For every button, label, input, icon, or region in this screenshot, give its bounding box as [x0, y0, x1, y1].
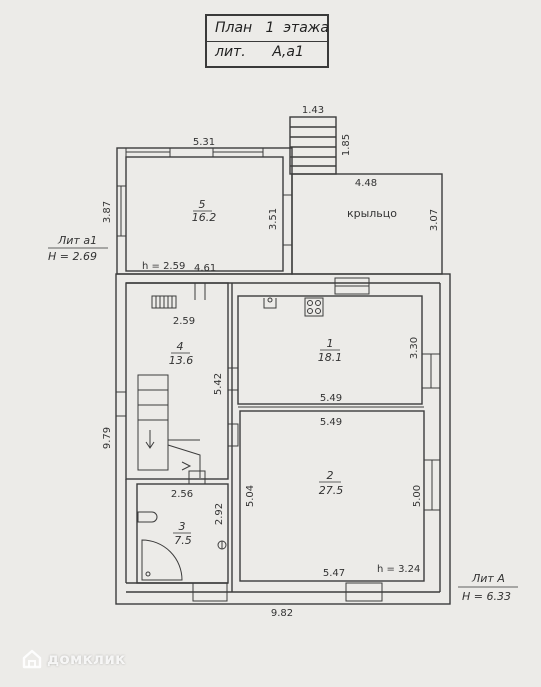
dim-room5-right: 3.51 — [268, 208, 279, 230]
room5-area: 16.2 — [192, 211, 217, 224]
porch-stairs — [289, 116, 337, 175]
house-outer-wall — [115, 273, 451, 605]
dim-room3-top: 2.56 — [171, 489, 193, 500]
dim-room2-left: 5.04 — [245, 485, 256, 507]
dim-stair-length: 1.85 — [341, 134, 352, 156]
dim-room5-left: 3.87 — [102, 201, 113, 223]
room5-number: 5 — [199, 198, 206, 211]
lit-a1-label: Лит а1 — [57, 234, 97, 247]
sink-icon — [263, 298, 277, 309]
dim-room5-top: 5.31 — [193, 137, 215, 148]
porch-stair-steps — [290, 126, 336, 167]
watermark-text: домклик — [47, 650, 126, 668]
domclick-watermark: домклик — [22, 649, 126, 669]
door-room4-room1 — [227, 367, 239, 391]
room1-area: 18.1 — [318, 351, 343, 364]
room4-area: 13.6 — [169, 354, 194, 367]
room4-number: 4 — [177, 340, 184, 353]
plan-title-box: План 1 этажа лит. А,а1 — [205, 14, 329, 68]
house-logo-icon — [22, 649, 42, 669]
sink-drain-icon — [267, 297, 273, 303]
lit-A-label: Лит А — [471, 572, 505, 585]
dim-room2-right: 5.00 — [412, 485, 423, 507]
room1-number: 1 — [327, 337, 334, 350]
dim-porch-top: 4.48 — [355, 178, 377, 189]
cooktop-icon — [304, 297, 324, 317]
dim-stair-width: 1.43 — [302, 105, 324, 116]
porch-label: крыльцо — [347, 207, 397, 220]
dim-height-a1: h = 2.59 — [142, 261, 185, 272]
title-divider — [207, 41, 327, 42]
plan-liter: лит. А,а1 — [215, 44, 304, 60]
room3-number: 3 — [179, 520, 186, 533]
dim-room4-top: 2.59 — [173, 316, 195, 327]
door-room4-room2 — [227, 423, 239, 447]
porch-outline — [291, 173, 443, 275]
dim-porch-right: 3.07 — [429, 209, 440, 231]
window-room5-right — [282, 194, 293, 246]
dim-room1-right: 3.30 — [409, 337, 420, 359]
stove-icon — [151, 295, 177, 309]
dim-total-bottom: 9.82 — [271, 608, 293, 619]
dim-room2-top: 5.49 — [320, 417, 342, 428]
plan-title: План 1 этажа — [215, 20, 329, 36]
room3-area: 7.5 — [174, 534, 192, 547]
door-room4-room3 — [188, 470, 206, 485]
lit-A-height: H = 6.33 — [462, 590, 511, 603]
interior-stairs — [137, 374, 201, 478]
dim-width-461: 4.61 — [194, 263, 216, 274]
windows — [115, 147, 441, 602]
toilet-icon — [137, 511, 158, 523]
room1-inner — [237, 295, 423, 405]
shower-icon — [141, 539, 183, 581]
dim-room1-bottom: 5.49 — [320, 393, 342, 404]
window-room4-left — [115, 391, 127, 417]
dim-left-total: 9.79 — [102, 427, 113, 449]
room2-area: 27.5 — [319, 484, 344, 497]
dim-room4-right: 5.42 — [213, 373, 224, 395]
dim-room3-right: 2.92 — [214, 503, 225, 525]
dim-height-A: h = 3.24 — [377, 564, 420, 575]
lit-a1-height: H = 2.69 — [48, 250, 97, 263]
room2-number: 2 — [327, 469, 334, 482]
dim-room2-bottom: 5.47 — [323, 568, 345, 579]
